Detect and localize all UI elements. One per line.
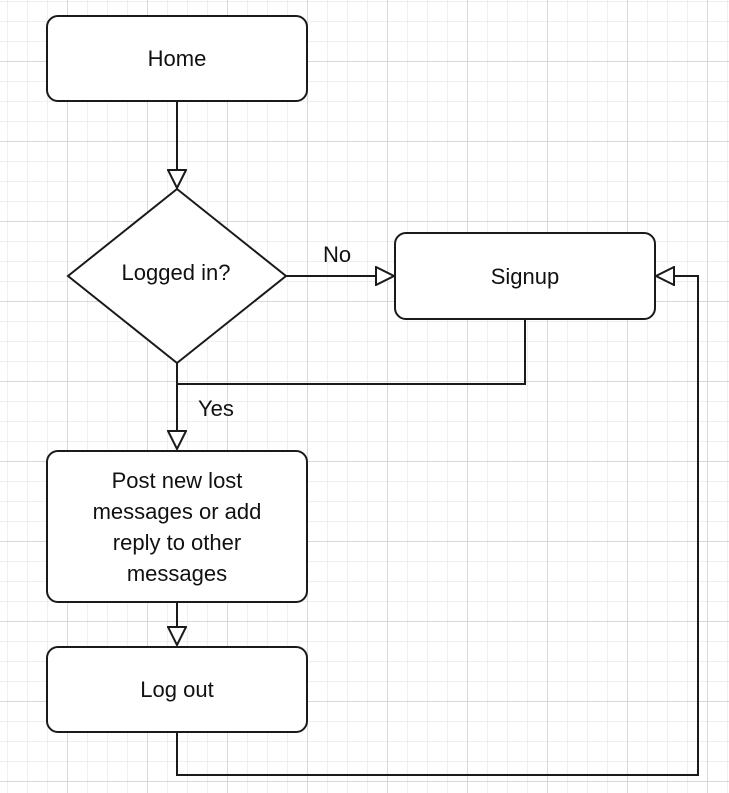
log-out-node[interactable]: Log out	[46, 646, 308, 733]
signup-node[interactable]: Signup	[394, 232, 656, 320]
edge-label-no: No	[323, 242, 352, 267]
edge-label-yes: Yes	[198, 396, 234, 421]
edge-signup-to-post	[177, 319, 526, 385]
post-messages-node[interactable]: Post new lost messages or add reply to o…	[46, 450, 308, 603]
home-node[interactable]: Home	[46, 15, 308, 102]
decision-label: Logged in?	[121, 260, 231, 285]
